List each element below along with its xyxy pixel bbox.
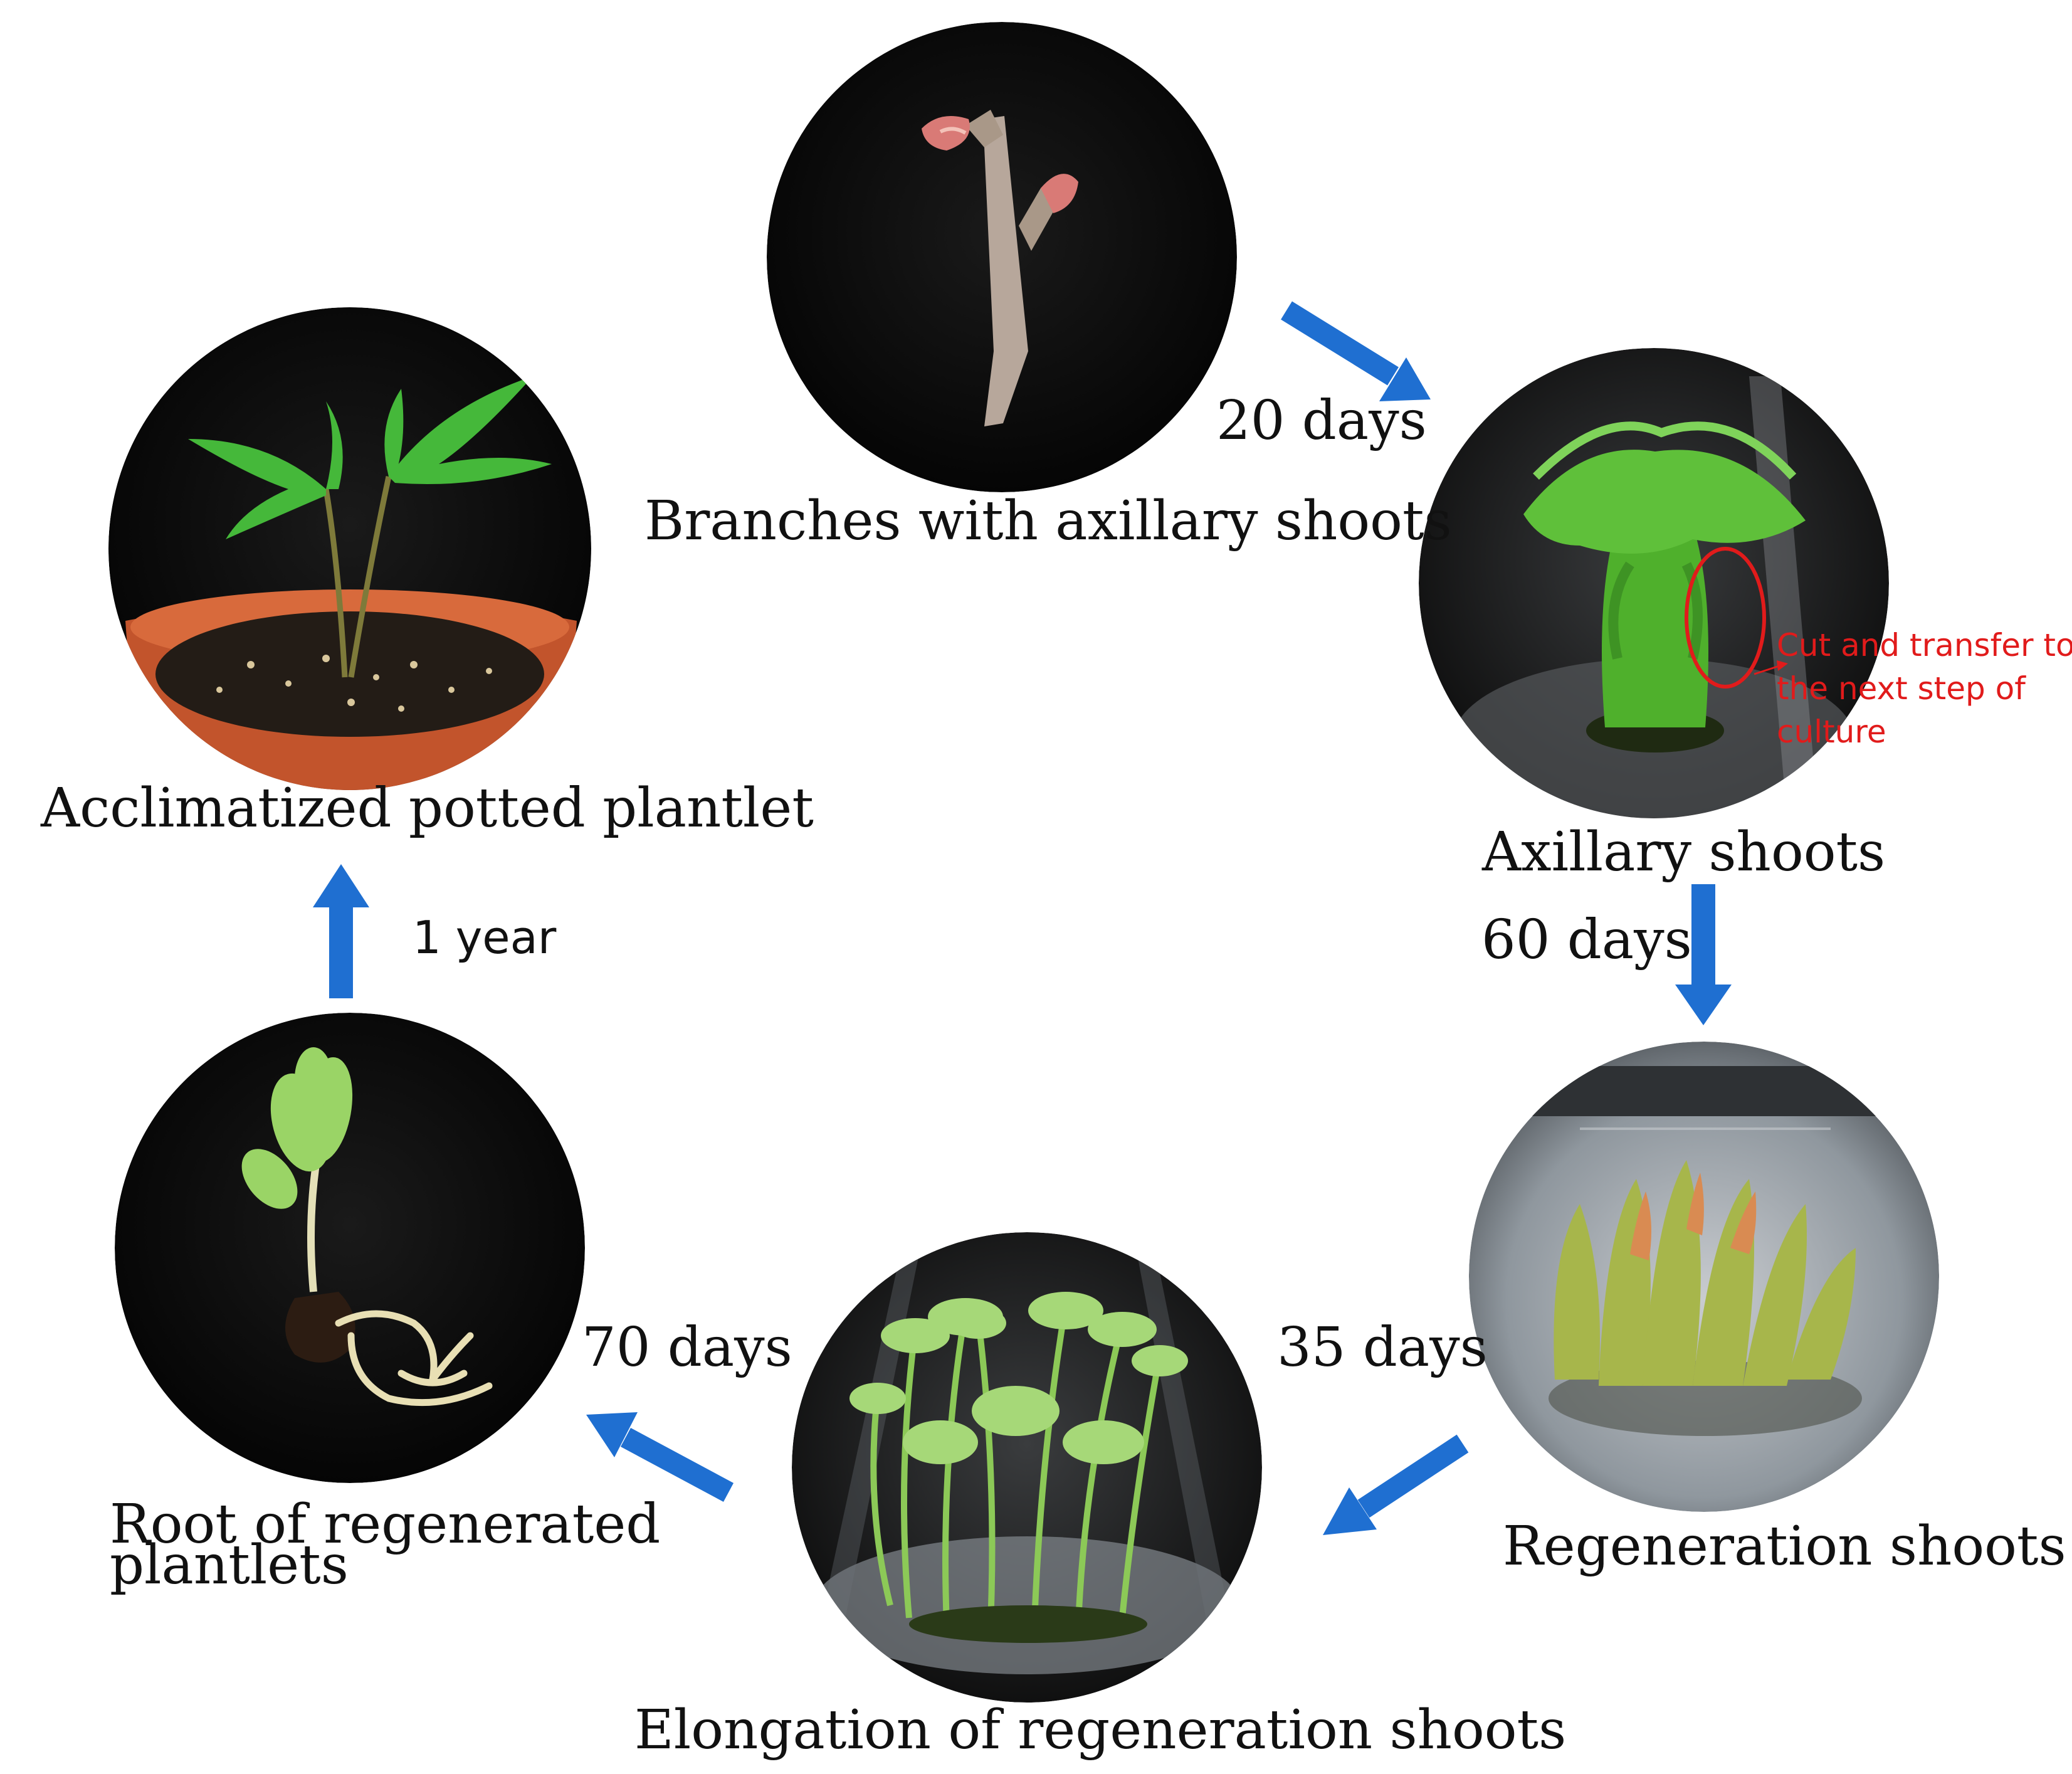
arrow-elongation-to-root	[586, 1412, 734, 1502]
annotation-line1: Cut and transfer to	[1777, 627, 2072, 663]
duration-35-days: 35 days	[1277, 1316, 1488, 1379]
label-branches: Branches with axillary shoots	[644, 490, 1452, 552]
photo-axillary-shoots	[1419, 348, 1889, 818]
label-root-line1: Root of regenerated	[110, 1493, 660, 1556]
annotation-line2: the next step of	[1777, 670, 2026, 707]
arrow-axillary-to-regeneration	[1675, 884, 1732, 1025]
photo-root-plantlets	[115, 1013, 585, 1483]
label-elongation-shoots: Elongation of regeneration shoots	[634, 1699, 1566, 1761]
photo-branches	[767, 22, 1237, 492]
annotation-pointer	[1754, 660, 1788, 675]
arrow-regeneration-to-elongation	[1323, 1434, 1469, 1535]
duration-1-year: 1 year	[413, 911, 557, 964]
duration-20-days: 20 days	[1216, 389, 1427, 452]
arrow-root-to-potted	[313, 864, 369, 998]
label-potted-plantlet: Acclimatized potted plantlet	[40, 777, 814, 840]
cut-region-ellipse	[1685, 547, 1766, 689]
photo-potted-plantlet	[108, 307, 591, 790]
label-regeneration-shoots: Regeneration shoots	[1503, 1515, 2066, 1578]
annotation-line3: culture	[1777, 714, 1886, 750]
label-axillary-shoots: Axillary shoots	[1481, 821, 1885, 884]
arrow-branches-to-axillary	[1281, 301, 1431, 401]
duration-70-days: 70 days	[582, 1316, 792, 1379]
duration-60-days: 60 days	[1481, 909, 1692, 971]
photo-elongation-shoots	[792, 1232, 1262, 1703]
label-root-line2: plantlets	[110, 1534, 349, 1597]
photo-regeneration-shoots	[1469, 1042, 1939, 1512]
